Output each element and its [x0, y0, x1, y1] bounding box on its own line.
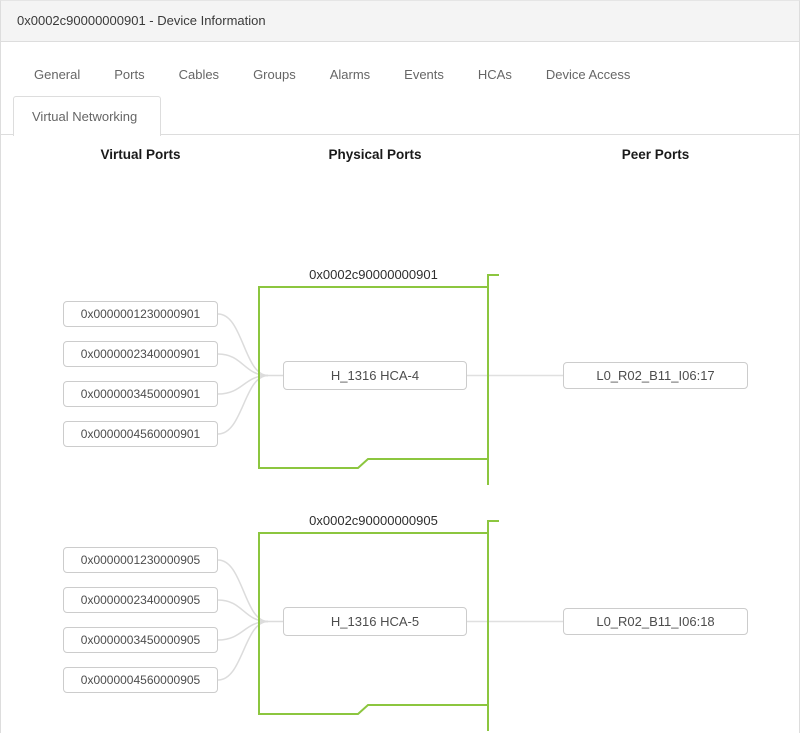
column-headers: Virtual Ports Physical Ports Peer Ports — [1, 147, 799, 164]
tab-hcas[interactable]: HCAs — [477, 66, 512, 82]
tab-virtual-networking-label: Virtual Networking — [32, 109, 138, 124]
tab-events[interactable]: Events — [404, 66, 444, 82]
diagram-connector-lines — [217, 274, 563, 731]
peer-port-node: L0_R02_B11_I06:18 — [563, 608, 748, 635]
virtual-port-connector-line — [217, 620, 269, 641]
tab-bar: General Ports Cables Groups Alarms Event… — [34, 66, 799, 82]
device-guid-label: 0x0002c90000000905 — [309, 513, 438, 528]
virtual-port-connector-line — [217, 313, 269, 377]
window-titlebar: 0x0002c90000000901 - Device Information — [1, 1, 799, 42]
peer-port-node: L0_R02_B11_I06:17 — [563, 362, 748, 389]
tab-general[interactable]: General — [34, 66, 81, 82]
physical-port-bracket — [487, 274, 499, 485]
virtual-port-node: 0x0000003450000901 — [63, 381, 218, 407]
virtual-port-connector-line — [217, 374, 269, 435]
virtual-port-connector-line — [217, 599, 269, 623]
device-guid-label: 0x0002c90000000901 — [309, 267, 438, 282]
tab-groups[interactable]: Groups — [253, 66, 296, 82]
virtual-networking-diagram: 0x0002c90000000901 0x0000001230000901 0x… — [1, 169, 799, 731]
virtual-port-connector-line — [217, 353, 269, 377]
column-header-peer-ports: Peer Ports — [621, 147, 690, 162]
virtual-port-node: 0x0000004560000901 — [63, 421, 218, 447]
physical-port-node: H_1316 HCA-4 — [283, 361, 467, 390]
tab-bar-row-2: Virtual Networking — [1, 96, 799, 136]
tab-cables[interactable]: Cables — [178, 66, 220, 82]
tab-device-access[interactable]: Device Access — [545, 66, 631, 82]
column-header-physical-ports: Physical Ports — [328, 147, 422, 162]
tab-ports[interactable]: Ports — [114, 66, 145, 82]
virtual-port-connector-line — [217, 374, 269, 395]
tab-virtual-networking[interactable]: Virtual Networking — [13, 96, 161, 136]
virtual-port-node: 0x0000001230000905 — [63, 547, 218, 573]
virtual-port-node: 0x0000001230000901 — [63, 301, 218, 327]
virtual-port-node: 0x0000002340000905 — [63, 587, 218, 613]
virtual-port-node: 0x0000002340000901 — [63, 341, 218, 367]
device-chassis-outline — [258, 532, 488, 715]
physical-port-bracket — [487, 520, 499, 731]
column-header-virtual-ports: Virtual Ports — [100, 147, 181, 162]
section-2-lines — [217, 520, 563, 731]
window-title: 0x0002c90000000901 - Device Information — [17, 13, 266, 28]
tab-alarms[interactable]: Alarms — [329, 66, 371, 82]
section-1-lines — [217, 274, 563, 485]
virtual-port-node: 0x0000004560000905 — [63, 667, 218, 693]
virtual-port-node: 0x0000003450000905 — [63, 627, 218, 653]
device-chassis-outline — [258, 286, 488, 469]
virtual-port-connector-line — [217, 559, 269, 623]
physical-port-node: H_1316 HCA-5 — [283, 607, 467, 636]
virtual-port-connector-line — [217, 620, 269, 681]
